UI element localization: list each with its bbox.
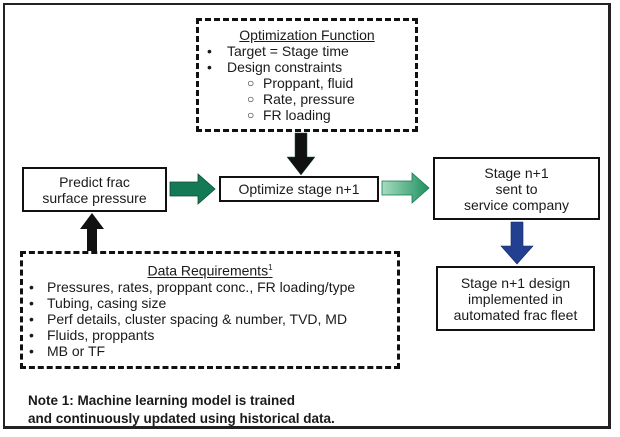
sub-list-item: ○Proppant, fluid bbox=[247, 75, 354, 91]
down-arrow-black-icon bbox=[286, 132, 316, 176]
list-item: •Target = Stage time bbox=[207, 43, 349, 59]
bullet-icon: • bbox=[29, 310, 34, 327]
sub-list-item: ○Rate, pressure bbox=[247, 91, 355, 107]
stage-implemented-box: Stage n+1 design implemented in automate… bbox=[436, 266, 595, 331]
circle-bullet-icon: ○ bbox=[247, 76, 255, 90]
sub-list-item: ○FR loading bbox=[247, 107, 331, 123]
circle-bullet-icon: ○ bbox=[247, 92, 255, 106]
bullet-icon: • bbox=[207, 59, 212, 75]
diagram-frame bbox=[3, 3, 611, 429]
list-item: •MB or TF bbox=[29, 342, 106, 359]
circle-bullet-icon: ○ bbox=[247, 108, 255, 122]
data-requirements-title: Data Requirements1 bbox=[147, 262, 273, 279]
optimization-function-box: Optimization Function •Target = Stage ti… bbox=[196, 18, 418, 132]
down-arrow-blue-icon bbox=[500, 221, 534, 265]
optimization-function-title: Optimization Function bbox=[239, 27, 375, 43]
list-item: •Perf details, cluster spacing & number,… bbox=[29, 310, 348, 327]
list-item: •Design constraints bbox=[207, 59, 343, 75]
bullet-icon: • bbox=[29, 342, 34, 359]
list-item: •Fluids, proppants bbox=[29, 326, 155, 343]
up-arrow-black-icon bbox=[80, 213, 104, 251]
data-requirements-box: Data Requirements1 •Pressures, rates, pr… bbox=[20, 251, 400, 369]
footnote-marker: 1 bbox=[268, 263, 273, 272]
predict-frac-pressure-box: Predict frac surface pressure bbox=[22, 167, 167, 212]
bullet-icon: • bbox=[29, 326, 34, 343]
bullet-icon: • bbox=[29, 294, 34, 311]
list-item: •Pressures, rates, proppant conc., FR lo… bbox=[29, 278, 356, 295]
right-arrow-gradient-green-icon bbox=[381, 172, 430, 204]
list-item: •Tubing, casing size bbox=[29, 294, 167, 311]
footnote: Note 1: Machine learning model is traine… bbox=[28, 393, 335, 426]
bullet-icon: • bbox=[29, 278, 34, 295]
optimize-stage-box: Optimize stage n+1 bbox=[219, 176, 379, 202]
bullet-icon: • bbox=[207, 43, 212, 59]
stage-sent-box: Stage n+1 sent to service company bbox=[433, 157, 600, 220]
right-arrow-green-icon bbox=[169, 173, 216, 205]
